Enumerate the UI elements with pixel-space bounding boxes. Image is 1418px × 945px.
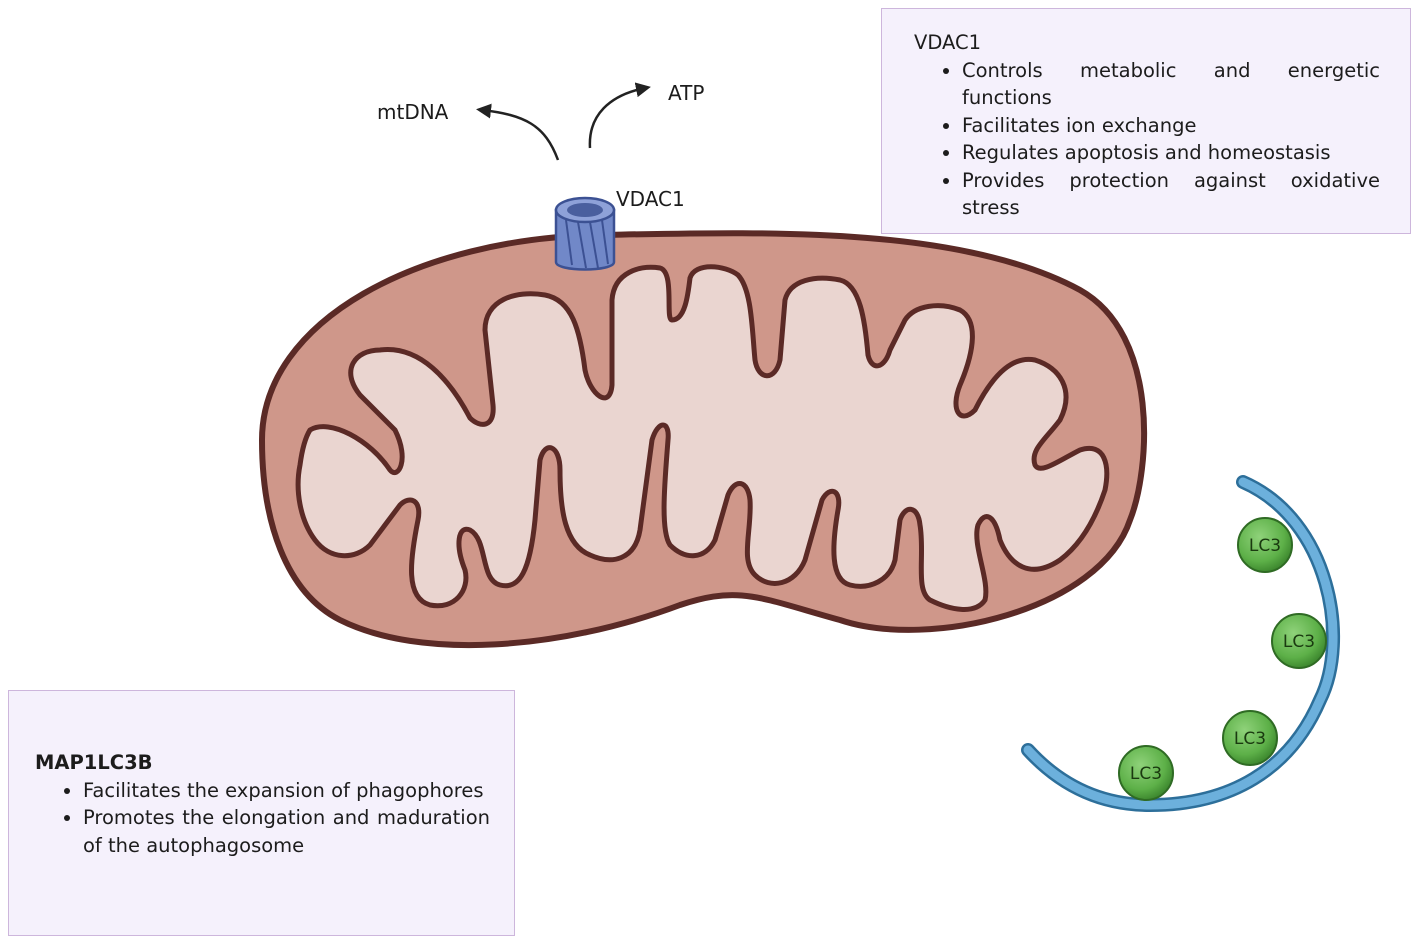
lc3-protein: LC3 — [1271, 613, 1327, 669]
mitochondrion-matrix — [295, 264, 1110, 612]
vdac1-function-list: Controls metabolic and energetic functio… — [914, 57, 1380, 222]
vdac1-info-box: VDAC1 Controls metabolic and energetic f… — [881, 8, 1411, 234]
svg-text:LC3: LC3 — [1234, 729, 1266, 749]
svg-text:LC3: LC3 — [1249, 536, 1281, 556]
mtdna-label: mtDNA — [377, 100, 449, 124]
lc3-protein: LC3 — [1222, 710, 1278, 766]
svg-text:LC3: LC3 — [1130, 764, 1162, 784]
list-item: Promotes the elongation and maduration o… — [83, 804, 490, 859]
map1lc3b-box-title: MAP1LC3B — [35, 751, 153, 774]
vdac1-channel-label: VDAC1 — [616, 187, 685, 211]
vdac1-box-title: VDAC1 — [914, 31, 982, 54]
lc3-protein: LC3 — [1237, 517, 1293, 573]
list-item: Controls metabolic and energetic functio… — [962, 57, 1380, 112]
list-item: Regulates apoptosis and homeostasis — [962, 139, 1380, 167]
map1lc3b-function-list: Facilitates the expansion of phagophores… — [35, 777, 490, 860]
map1lc3b-info-box: MAP1LC3B Facilitates the expansion of ph… — [8, 690, 515, 936]
list-item: Facilitates ion exchange — [962, 112, 1380, 140]
vdac1-channel-icon — [554, 196, 616, 271]
mtdna-arrow — [476, 103, 560, 161]
atp-arrow — [588, 82, 651, 149]
svg-text:LC3: LC3 — [1283, 632, 1315, 652]
atp-label: ATP — [668, 81, 704, 105]
list-item: Facilitates the expansion of phagophores — [83, 777, 490, 805]
list-item: Provides protection against oxidative st… — [962, 167, 1380, 222]
lc3-protein: LC3 — [1118, 745, 1174, 801]
